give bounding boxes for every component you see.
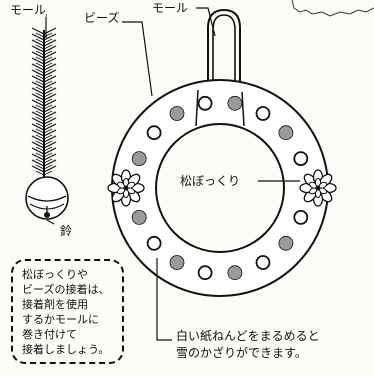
- gray-bead: [278, 235, 294, 251]
- map-sketch: [291, 0, 374, 17]
- caption-line: 白い紙ねんどをまるめると: [176, 329, 320, 343]
- beads-group: [131, 95, 309, 281]
- white-bead: [255, 255, 271, 270]
- note-line: 接着剤を使用: [22, 298, 88, 311]
- mole-label-top: モール: [152, 1, 189, 15]
- gray-bead: [227, 265, 243, 281]
- bell-label: 鈴: [60, 224, 73, 238]
- white-bead: [293, 151, 309, 167]
- note-line: 巻き付けて: [22, 328, 77, 341]
- pinecone-label: 松ぼっくり: [180, 174, 241, 188]
- caption: 白い紙ねんどをまるめると 雪のかざりができます。: [176, 328, 320, 362]
- note-box: 松ぼっくりや ビーズの接着は、 接着剤を使用 するかモールに 巻き付けて 接着し…: [11, 259, 124, 364]
- note-line: するかモールに: [22, 313, 99, 326]
- gray-bead: [169, 255, 185, 270]
- hanging-loop: [207, 8, 241, 98]
- beads-label: ビーズ: [84, 11, 120, 25]
- pinecones-group: [107, 169, 337, 207]
- caption-line: 雪のかざりができます。: [176, 346, 307, 360]
- white-bead: [146, 235, 162, 251]
- pinecone-icon: [107, 169, 145, 207]
- chenille-stem-with-bell: [25, 27, 69, 220]
- gray-bead: [131, 209, 147, 225]
- wreath-inner-rim: [155, 123, 285, 253]
- white-bead: [146, 125, 162, 141]
- leader-lines: [45, 7, 300, 341]
- mole-label-left: モール: [10, 3, 47, 17]
- gray-bead: [131, 151, 147, 167]
- pinecone-icon: [299, 169, 337, 207]
- white-bead: [197, 265, 213, 281]
- gray-bead: [227, 95, 243, 111]
- note-line: 松ぼっくりや: [22, 268, 88, 281]
- gray-bead: [169, 106, 185, 121]
- white-bead: [293, 209, 309, 225]
- white-bead: [197, 95, 213, 111]
- white-bead: [255, 106, 271, 121]
- note-line: 接着しましょう。: [22, 343, 110, 356]
- bell-icon: [25, 176, 69, 220]
- gray-bead: [278, 125, 294, 141]
- note-line: ビーズの接着は、: [22, 283, 110, 296]
